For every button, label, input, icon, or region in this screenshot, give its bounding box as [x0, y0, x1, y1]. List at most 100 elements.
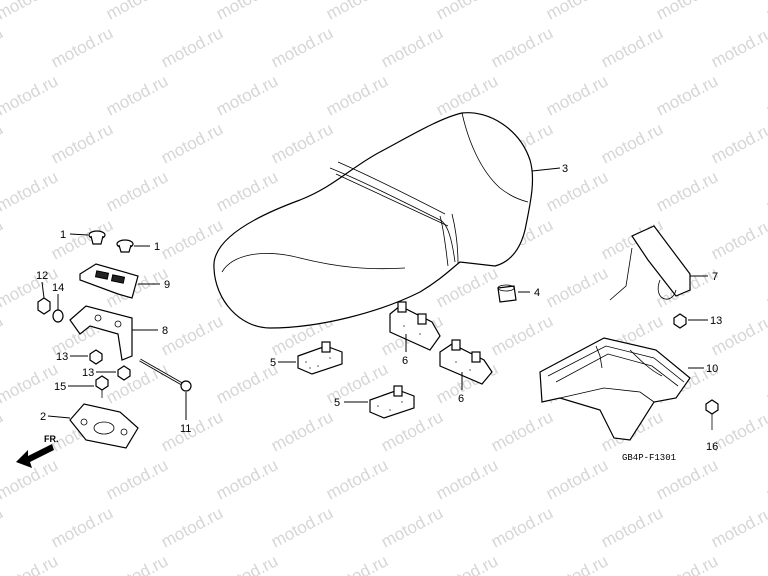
part-rubber-block-6b — [439, 339, 493, 385]
part-cushion-4 — [497, 284, 517, 303]
watermark-text: motod.ru — [323, 71, 391, 119]
callout-rubber-block-6b: 6 — [458, 393, 464, 405]
watermark-text: motod.ru — [488, 311, 556, 359]
watermark-text: motod.ru — [763, 71, 768, 119]
callout-lock-plate: 9 — [164, 279, 170, 291]
part-bolt-15 — [95, 375, 109, 398]
watermark-text: motod.ru — [653, 0, 721, 24]
front-direction-arrow: FR. — [16, 434, 59, 468]
part-hinge-bracket — [69, 305, 133, 361]
watermark-text: motod.ru — [598, 23, 666, 71]
callout-bolt-13a: 13 — [56, 351, 68, 363]
watermark-text: motod.ru — [488, 23, 556, 71]
callout-grommet-1: 1 — [60, 229, 66, 241]
watermark-text: motod.ru — [433, 551, 501, 576]
watermark-text: motod.ru — [268, 23, 336, 71]
watermark-text: motod.ru — [708, 119, 768, 167]
watermark-text: motod.ru — [213, 551, 281, 576]
part-lock-plate — [79, 263, 139, 299]
watermark-text: motod.ru — [543, 263, 611, 311]
part-grommet-1 — [88, 230, 106, 245]
watermark-text: motod.ru — [378, 23, 446, 71]
part-seat — [213, 112, 534, 329]
part-rubber-block-6a — [389, 301, 441, 351]
watermark-text: motod.ru — [0, 71, 61, 119]
part-rubber-block-5a — [297, 341, 343, 375]
watermark-text: motod.ru — [598, 119, 666, 167]
watermark-text: motod.ru — [543, 551, 611, 576]
callout-nut-12: 12 — [36, 270, 48, 282]
watermark-text: motod.ru — [103, 551, 171, 576]
watermark-text: motod.ru — [543, 0, 611, 24]
watermark-text: motod.ru — [0, 455, 61, 503]
callout-seat-catch: 7 — [712, 271, 718, 283]
watermark-text: motod.ru — [763, 455, 768, 503]
watermark-text: motod.ru — [653, 551, 721, 576]
part-seat-catch — [609, 225, 691, 301]
part-nut-12 — [37, 297, 51, 315]
watermark-text: motod.ru — [0, 503, 6, 551]
watermark-text: motod.ru — [323, 0, 391, 24]
callout-cushion-4: 4 — [534, 287, 540, 299]
callout-grommet-1b: 1 — [154, 241, 160, 253]
watermark-text: motod.ru — [268, 503, 336, 551]
watermark-text: motod.ru — [0, 551, 61, 576]
callout-rubber-block-5b: 5 — [334, 397, 340, 409]
watermark-text: motod.ru — [103, 455, 171, 503]
watermark-text: motod.ru — [708, 215, 768, 263]
watermark-text: motod.ru — [268, 407, 336, 455]
watermark-text: motod.ru — [0, 407, 6, 455]
callout-seat: 3 — [562, 163, 568, 175]
part-bolt-13c — [673, 313, 687, 329]
watermark-text: motod.ru — [653, 71, 721, 119]
watermark-text: motod.ru — [488, 503, 556, 551]
watermark-text: motod.ru — [48, 119, 116, 167]
watermark-text: motod.ru — [653, 167, 721, 215]
watermark-text: motod.ru — [213, 455, 281, 503]
watermark-text: motod.ru — [213, 0, 281, 24]
watermark-text: motod.ru — [103, 71, 171, 119]
callout-washer-14: 14 — [52, 282, 64, 294]
watermark-text: motod.ru — [48, 215, 116, 263]
callout-bolt-13b: 13 — [82, 367, 94, 379]
part-grommet-1b — [116, 239, 134, 253]
watermark-text: motod.ru — [48, 23, 116, 71]
watermark-text: motod.ru — [323, 455, 391, 503]
callout-hinge-pin: 11 — [180, 423, 191, 435]
part-hinge-pin — [139, 358, 192, 392]
watermark-text: motod.ru — [433, 0, 501, 24]
watermark-text: motod.ru — [158, 23, 226, 71]
watermark-text: motod.ru — [598, 503, 666, 551]
watermark-text: motod.ru — [158, 407, 226, 455]
callout-bolt-13c: 13 — [710, 315, 722, 327]
watermark-text: motod.ru — [0, 167, 61, 215]
watermark-text: motod.ru — [0, 215, 6, 263]
part-luggage-box — [539, 337, 691, 441]
watermark-text: motod.ru — [158, 503, 226, 551]
watermark-text: motod.ru — [213, 71, 281, 119]
part-bracket-2 — [69, 403, 139, 449]
callout-bolt-16: 16 — [706, 441, 718, 453]
watermark-text: motod.ru — [323, 551, 391, 576]
watermark-text: motod.ru — [0, 311, 6, 359]
watermark-text: motod.ru — [268, 119, 336, 167]
part-rubber-block-5b — [369, 385, 415, 419]
watermark-text: motod.ru — [378, 503, 446, 551]
watermark-text: motod.ru — [708, 23, 768, 71]
watermark-text: motod.ru — [433, 455, 501, 503]
watermark-text: motod.ru — [0, 23, 6, 71]
watermark-text: motod.ru — [543, 167, 611, 215]
watermark-text: motod.ru — [763, 359, 768, 407]
watermark-text: motod.ru — [708, 503, 768, 551]
watermark-text: motod.ru — [0, 0, 61, 24]
watermark-text: motod.ru — [543, 455, 611, 503]
watermark-text: motod.ru — [213, 167, 281, 215]
part-bolt-13b — [117, 365, 131, 381]
watermark-text: motod.ru — [763, 263, 768, 311]
part-bolt-13a — [89, 349, 103, 365]
callout-bolt-15: 15 — [54, 381, 66, 393]
part-bolt-16 — [705, 399, 719, 430]
watermark-text: motod.ru — [488, 407, 556, 455]
callout-rubber-block-5a: 5 — [270, 357, 276, 369]
watermark-text: motod.ru — [0, 119, 6, 167]
